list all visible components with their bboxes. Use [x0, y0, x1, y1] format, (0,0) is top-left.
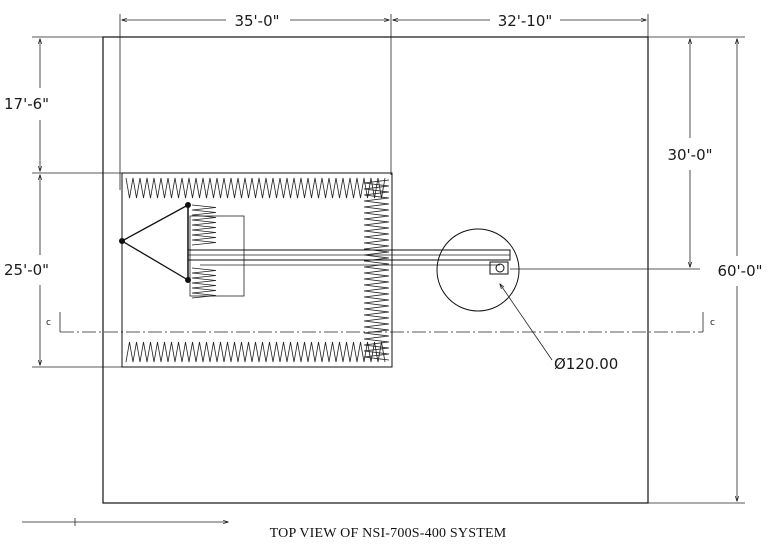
- dim-top-right: 32'-10": [498, 12, 553, 30]
- figure-caption: TOP VIEW OF NSI-700S-400 SYSTEM: [269, 526, 507, 541]
- absorber-bottom: [125, 341, 386, 363]
- absorber-feed-lower: [191, 267, 217, 299]
- scale-bar: [22, 518, 228, 526]
- left-dimension: 17'-6" 25'-0": [4, 36, 122, 368]
- scanner-arm: [187, 249, 511, 275]
- absorber-top: [125, 177, 386, 199]
- turntable: Ø120.00: [436, 228, 618, 373]
- centerline: c c: [46, 312, 715, 333]
- absorber-back-wall: [363, 179, 390, 361]
- centerline-mark-left: c: [46, 318, 51, 328]
- absorber-feed-upper: [191, 204, 217, 246]
- centerline-mark-right: c: [710, 318, 715, 328]
- dim-right-inner: 30'-0": [667, 146, 712, 164]
- turntable-diameter-label: Ø120.00: [554, 355, 618, 373]
- dim-top-left: 35'-0": [234, 12, 279, 30]
- room-outline: [102, 36, 649, 504]
- anechoic-chamber: [121, 172, 393, 368]
- right-dimension: 30'-0" 60'-0": [510, 36, 763, 504]
- top-dimension: 35'-0" 32'-10": [119, 12, 649, 190]
- dim-left-upper: 17'-6": [4, 95, 49, 113]
- antenna-feed: [119, 202, 191, 283]
- dim-left-lower: 25'-0": [4, 261, 49, 279]
- dim-right-outer: 60'-0": [717, 262, 762, 280]
